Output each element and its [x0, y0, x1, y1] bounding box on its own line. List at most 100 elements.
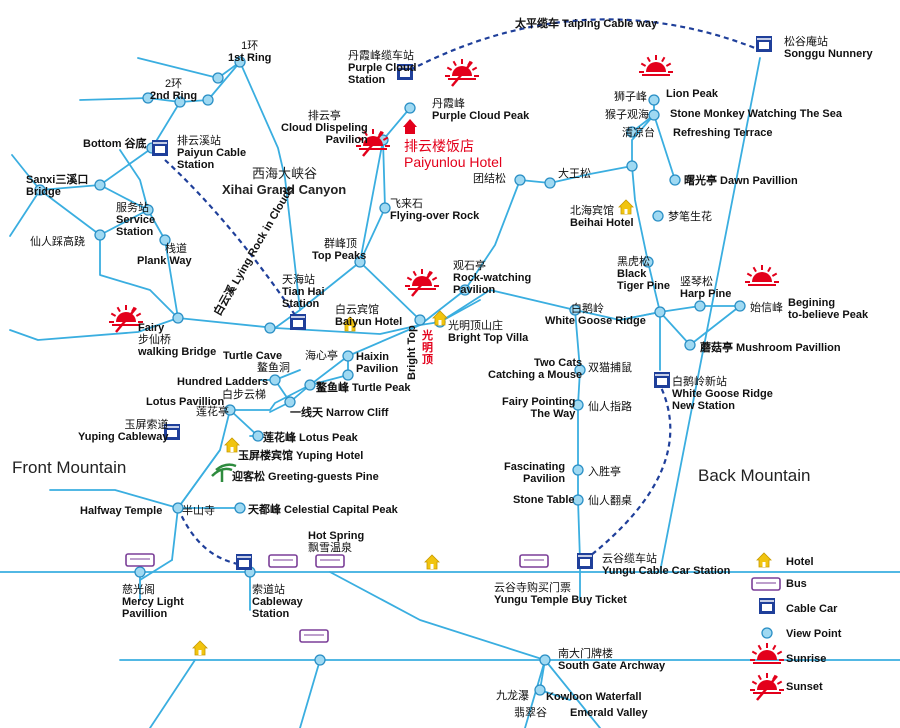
- sanxi-bridge-text: Bridge: [26, 186, 61, 198]
- yuping-hotel-label: 玉屏楼宾馆 Yuping Hotel: [238, 450, 363, 462]
- view-point-icon: [734, 300, 746, 312]
- turtle-cave-en: Turtle Cave: [223, 350, 283, 362]
- cable-car-icon: [577, 553, 593, 569]
- legend-bus-label: Bus: [786, 578, 807, 590]
- taiping-cableway-label: 太平缆车 Taiping Cable way: [515, 18, 657, 30]
- fairypoint-zh-label: 仙人指路: [588, 401, 632, 413]
- view-point-icon: [234, 56, 246, 68]
- stone-table-zh: 仙人翻桌: [588, 495, 632, 507]
- view-point-icon: [304, 379, 316, 391]
- halfway-zh: 半山寺: [182, 505, 215, 517]
- front-mountain-label: Front Mountain: [12, 459, 126, 476]
- dawn-pavillion-label: 曙光亭 Dawn Pavillion: [684, 175, 798, 187]
- tianhai-en1: Tian Hai: [282, 286, 325, 298]
- tuanjie-text: 团结松: [473, 173, 506, 185]
- hotspring-en: Hot Spring: [308, 530, 365, 542]
- southgate-zh: 南大门牌楼: [558, 648, 613, 660]
- view-point-icon: [172, 312, 184, 324]
- bus-icon: [751, 577, 781, 591]
- aoyu-text: 鳌鱼峰 Turtle Peak: [316, 382, 411, 394]
- cable-car-icon: [397, 64, 413, 80]
- view-point-icon: [34, 184, 46, 196]
- view-point-icon: [574, 364, 586, 376]
- view-point-icon: [202, 94, 214, 106]
- emerald-valley-label: Emerald Valley: [570, 707, 648, 719]
- view-point-icon: [342, 350, 354, 362]
- shixin-zh: 始信峰: [750, 302, 783, 314]
- cable-car-icon: [164, 424, 180, 440]
- houzi-text: 猴子观海: [605, 109, 649, 121]
- view-point-icon: [654, 306, 666, 318]
- beihai-en: Beihai Hotel: [570, 217, 634, 229]
- view-point-icon: [669, 174, 681, 186]
- qingliang-label: 清凉台: [622, 127, 655, 139]
- suodao-en1: Cableway: [252, 596, 303, 608]
- view-point-icon: [626, 160, 638, 172]
- cable-car-icon: [759, 598, 775, 614]
- tianhai-zh: 天海站: [282, 274, 315, 286]
- sunrise-icon: [745, 265, 779, 286]
- bright-top-label: Bright Top: [406, 325, 418, 380]
- legend-view-point: View Point: [786, 628, 841, 640]
- houzi-label: 猴子观海: [605, 109, 649, 121]
- sunset-icon: [109, 305, 143, 333]
- view-point-icon: [234, 502, 246, 514]
- mushroom-pavillion-label: 蘑菇亭 Mushroom Pavillion: [700, 342, 841, 354]
- shuqin-en: Harp Pine: [680, 288, 732, 300]
- mengbi-label: 梦笔生花: [668, 211, 712, 223]
- cable-car-icon: [756, 36, 772, 52]
- narrow-cliff-label: 一线天 Narrow Cliff: [290, 407, 388, 419]
- back-mountain-text: Back Mountain: [698, 466, 811, 485]
- halfway-zh-label: 半山寺: [182, 505, 215, 517]
- yuping-zh: 玉屏索道: [124, 419, 169, 431]
- view-point-icon: [269, 374, 281, 386]
- baie-new-en1: White Goose Ridge: [672, 388, 773, 400]
- bright-top-zh: 光明顶: [422, 330, 433, 366]
- sunset-icon: [356, 129, 390, 157]
- view-point-icon: [539, 654, 551, 666]
- kowloon-waterfall-label: Kowloon Waterfall: [546, 691, 642, 703]
- view-point-icon: [159, 234, 171, 246]
- pine-tree-icon: [211, 463, 237, 482]
- hotel-icon: [224, 437, 240, 453]
- lotus-peak-text: 莲花峰 Lotus Peak: [263, 432, 358, 444]
- beihai-zh: 北海宾馆: [570, 205, 614, 217]
- shuqin-zh: 竖琴松: [680, 276, 713, 288]
- hundred-ladders-label: Hundred Ladders: [177, 376, 268, 388]
- yungusi-zh: 云谷寺购买门票: [494, 582, 571, 594]
- view-point-icon: [314, 654, 326, 666]
- twocats-zh: 双猫捕鼠: [588, 362, 632, 374]
- stone-table-text: Stone Table: [513, 494, 575, 506]
- fascinating-zh: 入胜亭: [588, 466, 621, 478]
- fairy-zh: 步仙桥: [138, 334, 171, 346]
- view-point-icon: [626, 126, 638, 138]
- turtle-cave-zh: 鳌鱼洞: [257, 362, 290, 374]
- plank-en: Plank Way: [137, 255, 192, 267]
- ring1-zh: 1环: [241, 40, 259, 52]
- sunrise-icon: [750, 643, 784, 664]
- shizi-text: 狮子峰: [614, 91, 647, 103]
- lotus-pavillion-label: Lotus Pavillion: [146, 396, 224, 408]
- canyon-en: Xihai Grand Canyon: [222, 182, 347, 197]
- monkey-text: Stone Monkey Watching The Sea: [670, 108, 842, 120]
- danxia-zh: 丹霞峰: [432, 98, 465, 110]
- baie-new-zh: 白鹅岭新站: [672, 376, 727, 388]
- view-point-icon: [264, 322, 276, 334]
